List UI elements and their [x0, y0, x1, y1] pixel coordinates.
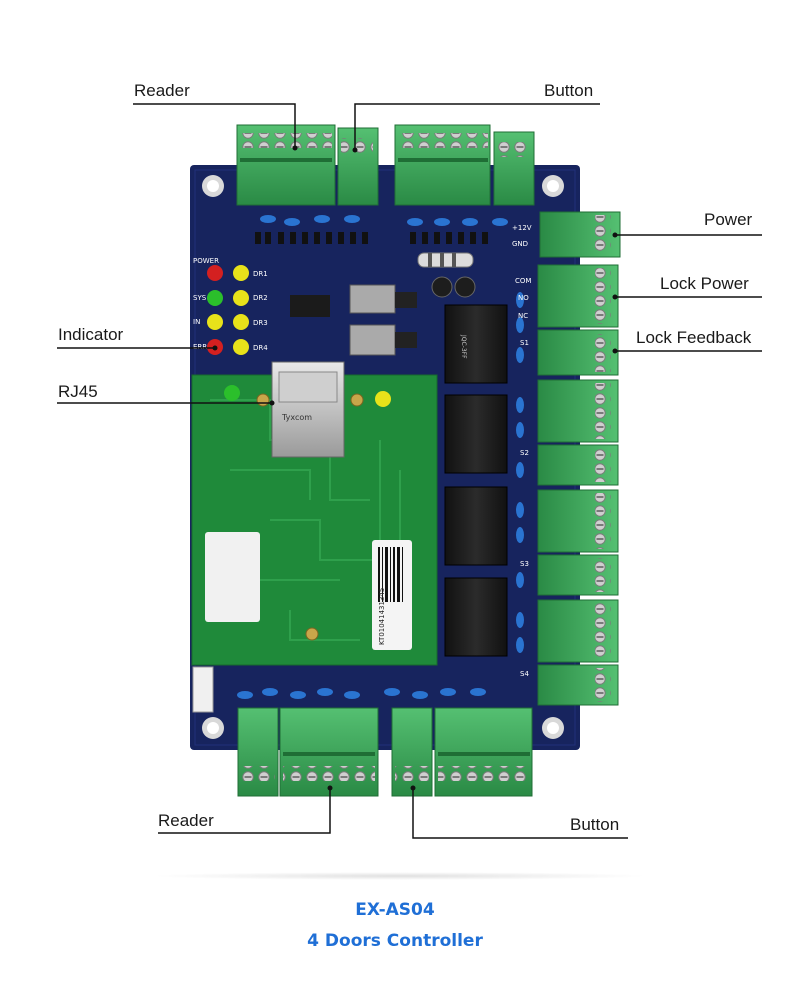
product-subtitle: 4 Doors Controller	[307, 931, 483, 951]
label-reader-bottom: Reader	[158, 811, 214, 830]
capacitors-right	[516, 292, 524, 653]
label-button-bottom: Button	[570, 815, 620, 834]
callout-lines	[57, 103, 762, 839]
label-reader-top: Reader	[134, 81, 190, 100]
silk-12v: +12V	[512, 224, 532, 232]
label-lock-power: Lock Power	[660, 274, 749, 293]
silk-rj45-brand: Tyxcom	[281, 413, 312, 422]
silk-led-dr1: DR1	[253, 270, 268, 278]
silk-led-dr3: DR3	[253, 319, 268, 327]
silk-sys: SYS	[193, 294, 207, 302]
smd-resistors-top	[255, 232, 488, 244]
capacitors-top	[260, 215, 508, 226]
mounting-holes	[202, 175, 564, 739]
silk-relay: JQC-3FF	[460, 334, 467, 359]
silk-com: COM	[515, 277, 531, 285]
label-button-top: Button	[544, 81, 594, 100]
electrolytic-capacitor	[431, 276, 453, 298]
silk-led-dr4: DR4	[253, 344, 268, 352]
silk-s1: S1	[520, 339, 529, 347]
ic-chip	[290, 295, 330, 317]
link-led	[224, 385, 240, 401]
divider-shadow	[150, 872, 650, 880]
label-rj45: RJ45	[58, 382, 98, 401]
silk-s4: S4	[520, 670, 529, 678]
silk-gnd: GND	[512, 240, 528, 248]
label-power: Power	[704, 210, 753, 229]
voltage-regulator	[349, 284, 396, 314]
silk-nc: NC	[518, 312, 528, 320]
right-terminal-blocks	[537, 211, 621, 706]
silk-serial: KT01041431345	[378, 588, 386, 645]
sticker	[205, 532, 260, 622]
fuse	[417, 252, 474, 268]
silk-in: IN	[193, 318, 200, 326]
product-model: EX-AS04	[355, 900, 435, 920]
silk-led-dr2: DR2	[253, 294, 268, 302]
relays	[444, 304, 508, 657]
silk-s2: S2	[520, 449, 529, 457]
silk-err: ERR	[193, 343, 207, 351]
capacitors-bottom	[237, 688, 486, 699]
silk-no: NO	[518, 294, 529, 302]
label-lock-feedback: Lock Feedback	[636, 328, 752, 347]
silk-s3: S3	[520, 560, 529, 568]
side-connector	[192, 666, 214, 713]
silk-power: POWER	[193, 257, 219, 265]
label-indicator: Indicator	[58, 325, 124, 344]
bottom-terminal-blocks	[237, 707, 533, 797]
top-terminal-blocks	[236, 124, 535, 206]
